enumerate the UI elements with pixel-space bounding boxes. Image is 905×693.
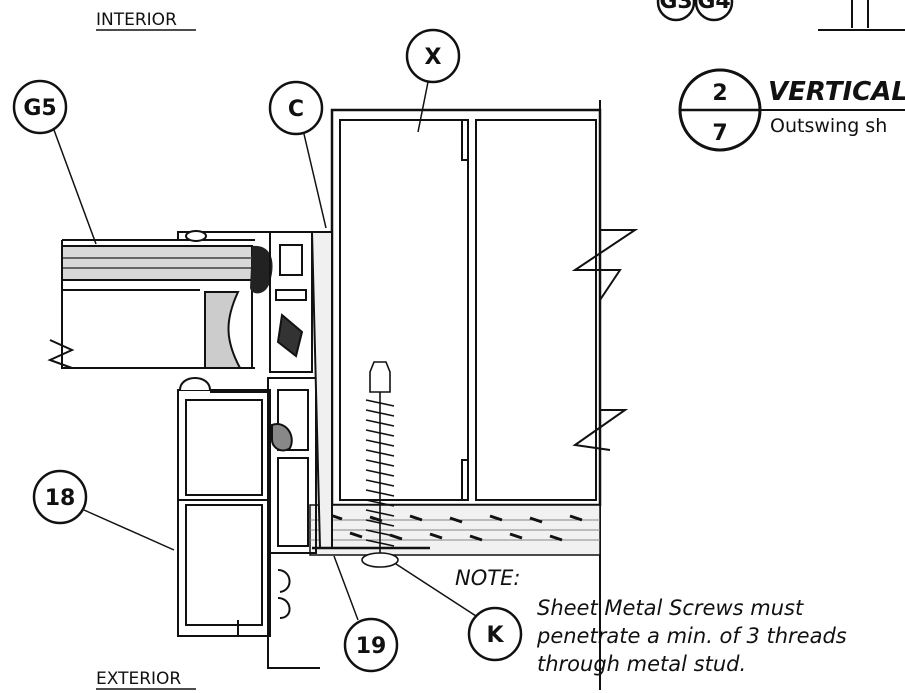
- svg-text:G5: G5: [23, 96, 56, 121]
- section-title-bubble: 2 7 VERTICAL Outswing sh: [678, 68, 905, 152]
- sheathing-hatch: [309, 504, 601, 556]
- section-title: VERTICAL: [768, 77, 905, 107]
- top-right-frame-fragment: [818, 0, 905, 31]
- note-line-1: Sheet Metal Screws must: [537, 596, 804, 620]
- exterior-label: EXTERIOR: [96, 669, 181, 689]
- glazing-unit: [47, 239, 255, 369]
- stud-break-line: [571, 229, 639, 451]
- glazing-gasket: [250, 245, 273, 294]
- svg-text:19: 19: [356, 634, 387, 659]
- section-subtitle: Outswing sh: [770, 115, 887, 137]
- svg-text:C: C: [288, 97, 304, 122]
- callout-18: 18: [32, 469, 175, 551]
- aluminum-frame: [177, 230, 430, 669]
- svg-text:X: X: [425, 45, 442, 70]
- svg-text:K: K: [486, 623, 504, 648]
- section-number: 2: [712, 81, 727, 106]
- callout-k: K: [395, 563, 523, 662]
- svg-text:18: 18: [45, 486, 76, 511]
- callout-c: C: [268, 80, 327, 229]
- note-heading: NOTE:: [455, 566, 520, 590]
- svg-text:G4: G4: [697, 0, 730, 14]
- callout-x: X: [405, 28, 461, 133]
- callout-19: 19: [333, 555, 399, 673]
- note-line-3: through metal stud.: [537, 652, 746, 676]
- interior-label: INTERIOR: [96, 10, 177, 30]
- callout-g4: G4: [694, 0, 734, 22]
- callout-g3: G3: [656, 0, 696, 22]
- sheet-number: 7: [712, 121, 727, 146]
- sheet-metal-screw: [361, 361, 399, 568]
- svg-text:G3: G3: [659, 0, 692, 14]
- note-line-2: penetrate a min. of 3 threads: [536, 624, 847, 648]
- callout-g5: G5: [12, 79, 97, 245]
